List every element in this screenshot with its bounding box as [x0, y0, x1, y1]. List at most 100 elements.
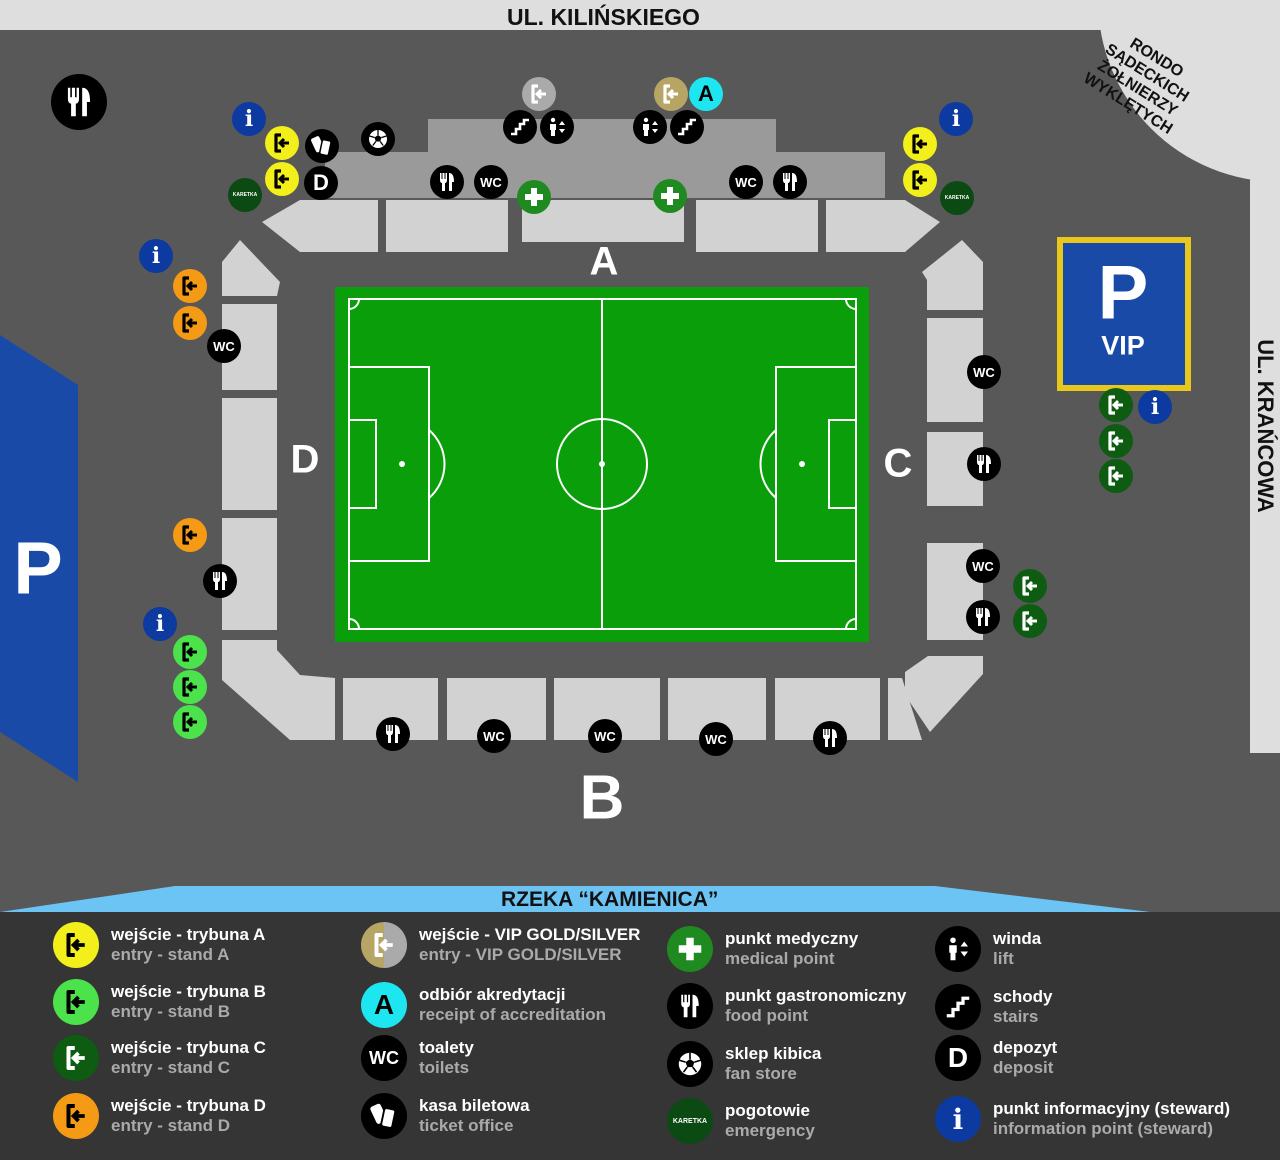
street-kilinskiego [0, 0, 1280, 30]
stand-b-label: B [579, 763, 625, 833]
plus-icon [522, 185, 546, 209]
entry-c-marker[interactable] [1099, 459, 1133, 493]
entry-c-marker[interactable] [1013, 604, 1047, 638]
food-point-marker[interactable] [967, 447, 1001, 481]
legend-label: sklep kibica [725, 1044, 822, 1063]
toilet-marker[interactable]: WC [588, 719, 622, 753]
river-label: RZEKA “KAMIENICA” [501, 888, 719, 911]
deposit-icon: D [935, 1035, 981, 1081]
street-top-label: UL. KILIŃSKIEGO [507, 4, 700, 30]
entry-icon [908, 168, 932, 192]
entry-a-marker[interactable] [903, 127, 937, 161]
legend-label: winda [993, 929, 1042, 948]
lift-icon [935, 926, 981, 972]
entry-d-marker[interactable] [173, 306, 207, 340]
entry-c-marker[interactable] [1013, 569, 1047, 603]
lift-icon [638, 115, 662, 139]
info-marker[interactable]: i [939, 102, 973, 136]
deposit-marker[interactable]: D [304, 166, 338, 200]
lift-icon [545, 115, 569, 139]
toilet-marker[interactable]: WC [699, 722, 733, 756]
entry-icon [270, 131, 294, 155]
river [0, 886, 1150, 912]
entry-a-marker[interactable] [265, 126, 299, 160]
food-point-marker[interactable] [203, 564, 237, 598]
info-marker[interactable]: i [232, 102, 266, 136]
food-point-marker[interactable] [51, 74, 107, 130]
food-icon [60, 83, 98, 121]
entry-icon [178, 274, 202, 298]
info-marker[interactable]: i [143, 607, 177, 641]
legend-label-en: information point (steward) [993, 1119, 1214, 1138]
entry-vip-gold-marker[interactable] [654, 77, 688, 111]
legend-label: punkt gastronomiczny [725, 986, 907, 1005]
legend-background [0, 912, 1280, 1160]
entry-b-marker[interactable] [173, 705, 207, 739]
entry-b-marker[interactable] [173, 635, 207, 669]
entry-icon [178, 675, 202, 699]
accreditation-marker[interactable]: A [689, 77, 723, 111]
info-marker[interactable]: i [1138, 390, 1172, 424]
parking-vip-letter: P [1097, 250, 1149, 336]
food-point-marker[interactable] [966, 600, 1000, 634]
legend-label: pogotowie [725, 1101, 810, 1120]
entry-a-marker[interactable] [265, 162, 299, 196]
ticket-icon [310, 134, 334, 158]
pitch [335, 287, 869, 642]
toilet-marker[interactable]: WC [477, 719, 511, 753]
entry-vip-silver-marker[interactable] [522, 77, 556, 111]
legend-label: punkt informacyjny (steward) [993, 1099, 1231, 1118]
food-point-marker[interactable] [376, 717, 410, 751]
legend-label: wejście - trybuna A [111, 925, 266, 944]
toilet-marker[interactable]: WC [729, 165, 763, 199]
entry-icon [361, 922, 407, 968]
parking-vip-label: VIP [1101, 330, 1145, 361]
street-kranova [1250, 120, 1280, 753]
toilet-marker[interactable]: WC [207, 329, 241, 363]
ambulance-marker[interactable]: KARETKA [228, 178, 262, 212]
stand-d-label: D [290, 437, 320, 482]
stand-c-sections [905, 240, 983, 732]
food-point-marker[interactable] [813, 721, 847, 755]
lift-marker[interactable] [633, 110, 667, 144]
toilet-marker[interactable]: WC [474, 165, 508, 199]
stand-d-sections [222, 240, 335, 740]
entry-c-marker[interactable] [1099, 424, 1133, 458]
lift-marker[interactable] [540, 110, 574, 144]
fan-store-marker[interactable] [361, 122, 395, 156]
ambulance-marker[interactable]: KARETKA [940, 181, 974, 215]
toilet-marker[interactable]: WC [966, 549, 1000, 583]
plus-icon [658, 184, 682, 208]
medical-point-marker[interactable] [517, 180, 551, 214]
roundabout [1098, 0, 1280, 182]
toilet-marker[interactable]: WC [967, 355, 1001, 389]
food-point-marker[interactable] [430, 165, 464, 199]
medical-point-marker[interactable] [653, 179, 687, 213]
ticket-office-marker[interactable] [305, 129, 339, 163]
info-icon: i [935, 1096, 981, 1142]
entry-icon [53, 922, 99, 968]
entry-d-marker[interactable] [173, 269, 207, 303]
legend-label-en: receipt of accreditation [419, 1005, 607, 1024]
entry-d-marker[interactable] [173, 518, 207, 552]
info-marker[interactable]: i [139, 239, 173, 273]
stairs-marker[interactable] [670, 110, 704, 144]
food-point-marker[interactable] [773, 165, 807, 199]
food-icon [971, 605, 995, 629]
stairs-marker[interactable] [503, 110, 537, 144]
legend-label: odbiór akredytacji [419, 985, 566, 1004]
food-icon [381, 722, 405, 746]
legend-label: toalety [419, 1038, 474, 1057]
legend-label-en: entry - stand B [111, 1002, 231, 1021]
entry-a-marker[interactable] [903, 163, 937, 197]
entry-c-marker[interactable] [1099, 388, 1133, 422]
legend-label-en: entry - VIP GOLD/SILVER [419, 945, 622, 964]
entry-b-marker[interactable] [173, 670, 207, 704]
